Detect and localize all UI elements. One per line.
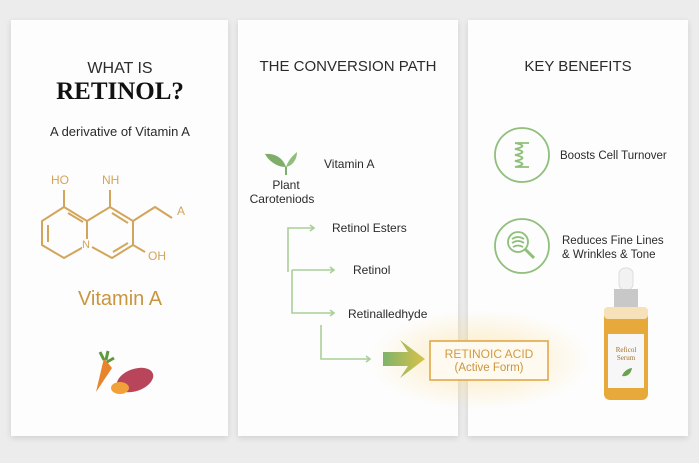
step-retinol-esters: Retinol Esters [332,221,407,235]
caption-vitamin-a: Vitamin A [77,288,163,310]
title-key-benefits: KEY BENEFITS [524,58,632,75]
title-conversion-path: THE CONVERSION PATH [259,58,437,75]
cell-spring-icon [494,127,550,183]
label-a: A [177,204,186,218]
result-box [429,340,549,381]
title-what-is: WHAT IS [87,60,153,77]
carrot-sweet-potato-icon [96,350,154,394]
step-retinol: Retinol [353,263,391,277]
label-nh: NH [102,173,120,187]
big-arrow-icon [383,340,425,378]
benefit-fine-lines-1: Reduces Fine Lines [562,235,664,247]
conversion-arrows [287,224,372,363]
benefit-fine-lines-2: & Wrinkles & Tone [562,249,656,261]
subtitle: A derivative of Vitamin A [50,124,190,139]
label-n: N [82,239,90,251]
title-retinol: RETINOL? [56,78,184,105]
label-ho: HO [51,173,69,187]
benefit-cell-turnover: Boosts Cell Turnover [560,150,667,162]
leaf-icon [265,152,297,175]
plant-label-2: Caroteniods [249,192,315,206]
label-oh: OH [148,249,166,263]
magnifier-lines-icon [494,218,550,274]
result-retinoic-acid: RETINOIC ACID [444,347,534,361]
step-retinalledhyde: Retinalledhyde [348,307,428,321]
bottle-label-2: Serum [616,354,636,362]
plant-label-1: Plant [272,178,300,192]
molecule-structure [41,190,173,260]
serum-bottle-image [604,267,648,400]
source-vitamin-a: Vitamin A [324,157,375,171]
bottle-label-1: Reficol [615,346,637,354]
result-active-form: (Active Form) [454,362,524,374]
